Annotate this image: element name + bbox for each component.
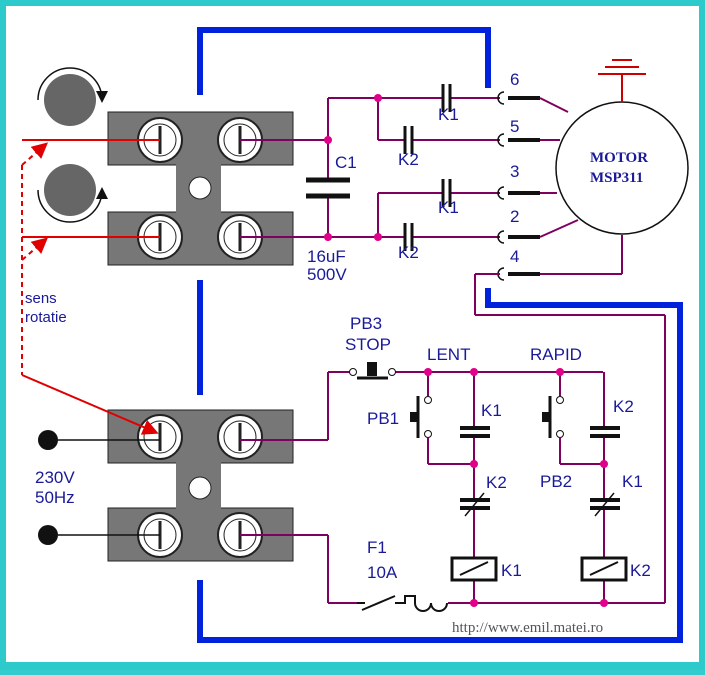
supply-voltage: 230V (35, 468, 75, 487)
stop-button-label: STOP (345, 335, 391, 354)
pb1-label: PB1 (367, 409, 399, 428)
motor-label-1: MOTOR (590, 150, 648, 166)
mode-slow-label: LENT (427, 345, 470, 364)
lent-k2-label: K2 (486, 473, 507, 492)
motor (555, 59, 689, 235)
stop-button-name: PB3 (350, 314, 382, 333)
rotation-label-2: rotatie (25, 309, 67, 326)
coil-k2-label: K2 (630, 561, 651, 580)
supply-frequency: 50Hz (35, 488, 75, 507)
terminal-6-label: 6 (510, 70, 519, 89)
website-credit: http://www.emil.matei.ro (452, 620, 603, 636)
capacitor-c1 (240, 98, 350, 238)
contact-upper-k2-label: K2 (398, 150, 419, 169)
terminal-3-label: 3 (510, 162, 519, 181)
coil-k1-label: K1 (501, 561, 522, 580)
motor-contact-network (324, 84, 500, 251)
mode-fast-label: RAPID (530, 345, 582, 364)
fuse-rating: 10A (367, 563, 398, 582)
motor-terminals (497, 91, 623, 281)
terminal-5-label: 5 (510, 117, 519, 136)
rapid-k2-label: K2 (613, 397, 634, 416)
lower-terminal-block (107, 409, 294, 562)
terminal-2-label: 2 (510, 207, 519, 226)
contact-upper-k1-label: K1 (438, 105, 459, 124)
contact-lower-k2-label: K2 (398, 243, 419, 262)
upper-terminal-block (107, 111, 294, 266)
supply-dot-2 (38, 525, 58, 545)
contact-lower-k1-label: K1 (438, 198, 459, 217)
capacitor-voltage: 500V (307, 265, 347, 284)
red-arrow-to-block (21, 374, 159, 435)
rapid-k1-label: K1 (622, 472, 643, 491)
pb2-label: PB2 (540, 472, 572, 491)
capacitor-value: 16uF (307, 247, 346, 266)
capacitor-name: C1 (335, 153, 357, 172)
blue-bus-top (197, 27, 491, 95)
supply-dot-1 (38, 430, 58, 450)
rotation-wheel-1 (37, 67, 108, 126)
blue-bus-bottom (197, 288, 683, 643)
motor-label-2: MSP311 (590, 170, 643, 186)
lent-k1-label: K1 (481, 401, 502, 420)
rotation-label-1: sens (25, 290, 57, 307)
rotation-wheel-2 (37, 164, 108, 223)
control-circuit (240, 273, 666, 612)
terminal-4-label: 4 (510, 247, 519, 266)
fuse-name: F1 (367, 538, 387, 557)
